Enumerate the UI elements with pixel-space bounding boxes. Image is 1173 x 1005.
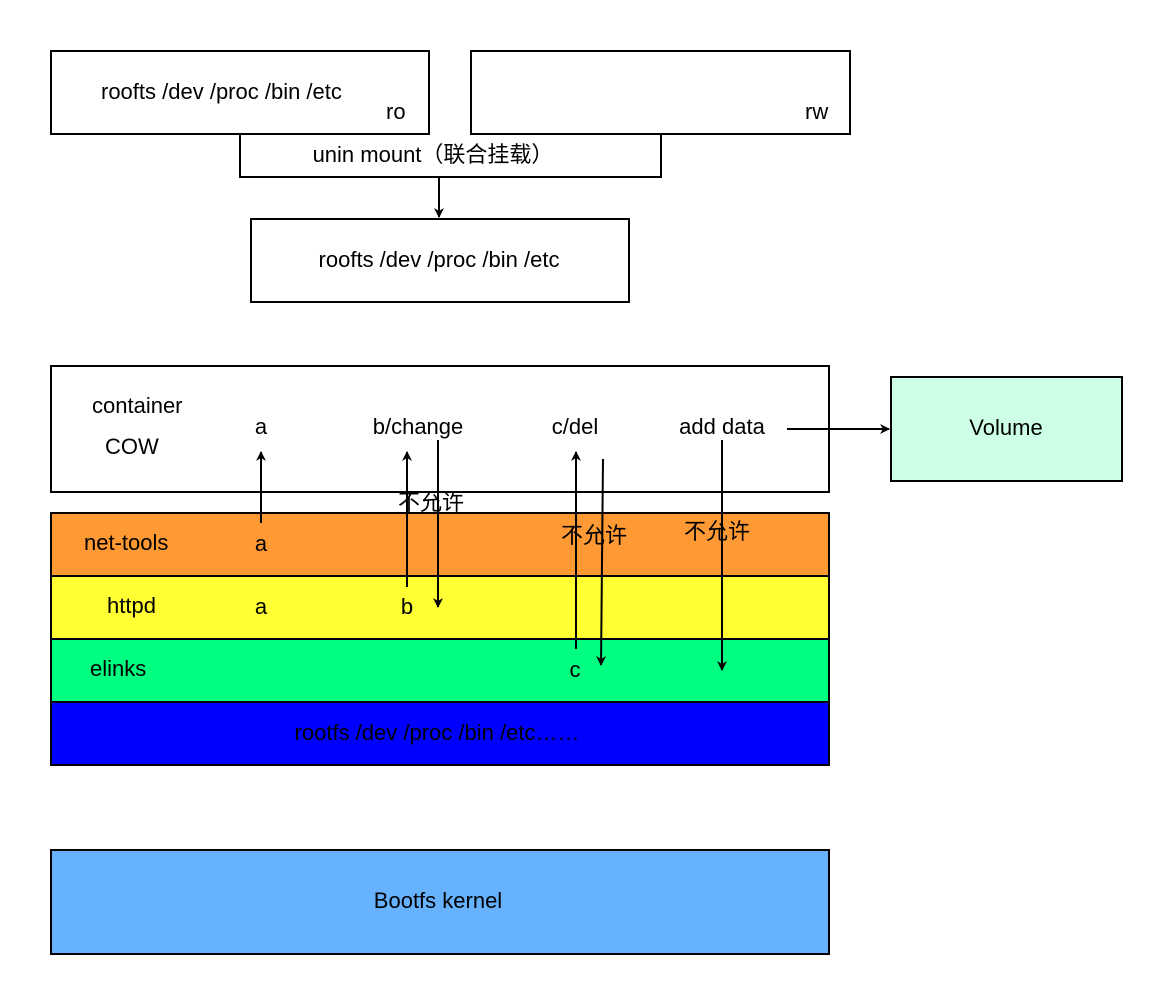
denied-label-c: 不允许 bbox=[561, 523, 628, 548]
layer-rootfs-label: rootfs /dev /proc /bin /etc…… bbox=[294, 720, 580, 745]
container-label: container bbox=[92, 393, 183, 418]
volume-box bbox=[890, 376, 1123, 482]
union-mount-label: unin mount（联合挂载） bbox=[312, 142, 554, 167]
container-item-b-change: b/change bbox=[372, 414, 464, 439]
denied-label-b: 不允许 bbox=[398, 490, 465, 515]
cow-label: COW bbox=[105, 434, 159, 459]
layer-net-tools-item-a: a bbox=[254, 531, 268, 556]
merged-rootfs-box bbox=[250, 218, 630, 303]
bootfs-label: Bootfs kernel bbox=[373, 888, 503, 913]
union-mount-box bbox=[239, 133, 662, 178]
merged-rootfs-label: roofts /dev /proc /bin /etc bbox=[318, 247, 560, 272]
ro-layer-content: roofts /dev /proc /bin /etc bbox=[101, 79, 342, 104]
layer-elinks-label: elinks bbox=[90, 656, 147, 681]
container-item-add-data: add data bbox=[679, 414, 765, 439]
layer-httpd-item-b: b bbox=[400, 594, 414, 619]
layer-net-tools-label: net-tools bbox=[84, 530, 169, 555]
volume-label: Volume bbox=[969, 415, 1043, 440]
layer-elinks-item-c: c bbox=[569, 657, 581, 682]
ro-tag: ro bbox=[386, 99, 406, 124]
denied-label-add: 不允许 bbox=[684, 519, 751, 544]
layer-httpd-item-a: a bbox=[254, 594, 268, 619]
layer-elinks bbox=[50, 638, 830, 703]
arrow-c-down bbox=[596, 458, 607, 666]
rw-tag: rw bbox=[805, 99, 829, 124]
bootfs-box bbox=[50, 849, 830, 955]
layer-httpd-label: httpd bbox=[107, 593, 156, 618]
layer-rootfs bbox=[50, 701, 830, 766]
container-item-c-del: c/del bbox=[551, 414, 599, 439]
container-item-a: a bbox=[254, 414, 268, 439]
